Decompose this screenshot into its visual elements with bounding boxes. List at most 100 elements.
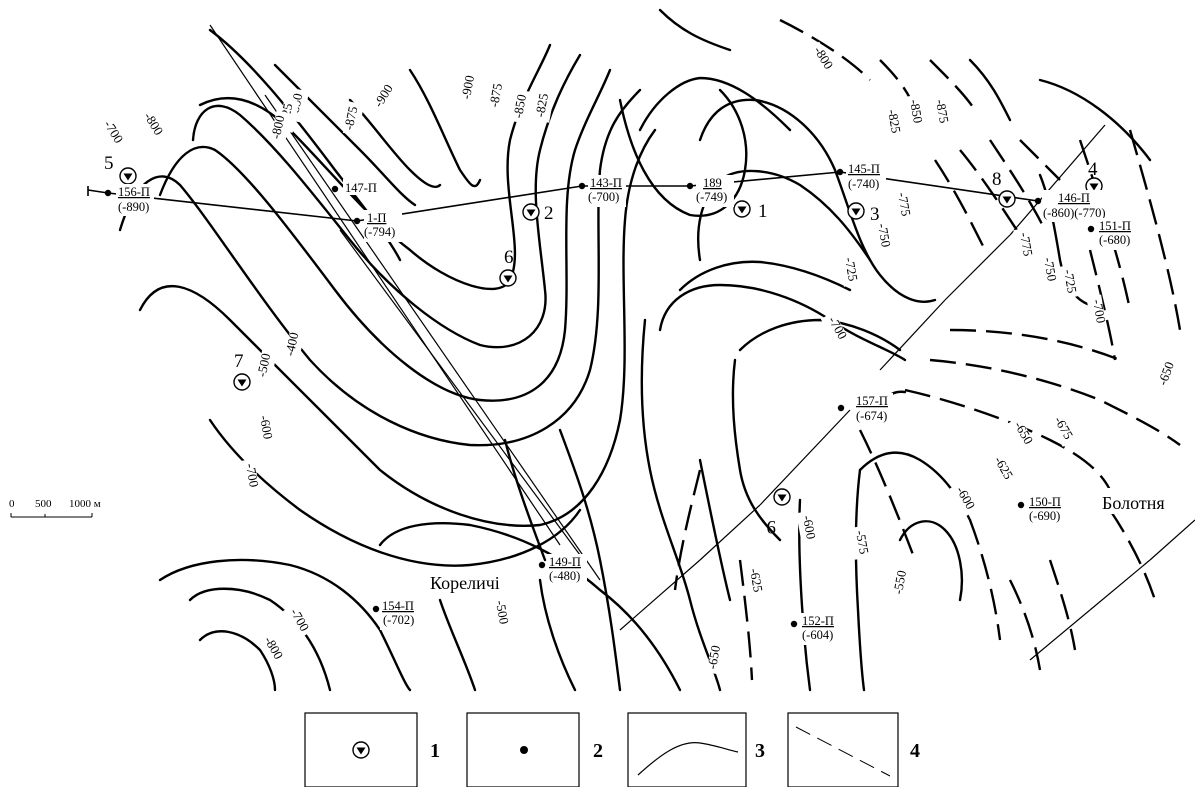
- contour-label: -500: [489, 595, 512, 630]
- contour-label: -700: [1086, 294, 1109, 329]
- svg-text:-625: -625: [747, 567, 766, 593]
- svg-text:150-П: 150-П: [1029, 495, 1061, 509]
- svg-text:146-П: 146-П: [1058, 191, 1090, 205]
- svg-text:500: 500: [35, 498, 52, 510]
- svg-text:9: 9: [767, 516, 777, 537]
- well-154: 154-П(-702): [372, 598, 422, 630]
- contour-label: -775: [891, 187, 914, 222]
- contour-label: -800: [268, 110, 292, 145]
- towns: Кореличі Болотня: [428, 488, 1184, 594]
- svg-text:-825: -825: [885, 108, 904, 134]
- contour-label: -825: [881, 104, 904, 139]
- svg-text:-600: -600: [257, 414, 276, 440]
- svg-text:5: 5: [104, 153, 114, 174]
- well-dot-icon: [1034, 197, 1042, 205]
- contour-label: -825: [532, 88, 555, 123]
- well-triangle-circle-icon: [847, 202, 865, 220]
- well-dot-icon: [1087, 225, 1095, 233]
- svg-text:(-749): (-749): [696, 190, 727, 204]
- svg-text:(-674): (-674): [856, 409, 887, 423]
- contour-label: -700: [96, 115, 126, 151]
- well-152: 152-П(-604): [790, 613, 839, 645]
- svg-text:151-П: 151-П: [1099, 219, 1131, 233]
- svg-text:8: 8: [992, 169, 1002, 190]
- svg-text:(-480): (-480): [549, 569, 580, 583]
- well-dot-icon: [353, 217, 361, 225]
- contour-label: -600: [948, 481, 978, 517]
- svg-text:145-П: 145-П: [848, 162, 880, 176]
- contour-label: -850: [510, 89, 533, 124]
- well-dot-icon: [836, 168, 844, 176]
- svg-text:3: 3: [755, 740, 765, 762]
- well-dot-icon: [538, 561, 546, 569]
- contour-label: -875: [341, 101, 365, 136]
- numbered-points: 5 2 1 3 8 4 6 7 9: [104, 153, 1103, 537]
- svg-text:-600: -600: [800, 514, 819, 540]
- well-dot-icon: [1017, 501, 1025, 509]
- point-8: 8: [992, 169, 1016, 208]
- svg-text:-650: -650: [1155, 360, 1177, 388]
- svg-text:-875: -875: [341, 105, 361, 131]
- svg-text:(-700): (-700): [588, 190, 619, 204]
- contour-label: -750: [871, 218, 894, 253]
- svg-text:157-П: 157-П: [856, 394, 888, 408]
- svg-text:147-П: 147-П: [345, 181, 377, 195]
- wells: 156-П(-890) 147-П 1-П(-794) 143-П(-700) …: [104, 161, 1137, 645]
- point-1: 1: [733, 200, 768, 222]
- svg-text:-850: -850: [907, 98, 926, 124]
- well-150: 150-П(-690): [1017, 494, 1067, 526]
- svg-text:-900: -900: [458, 74, 477, 100]
- svg-text:-775: -775: [895, 191, 914, 217]
- legend: 1 2 3 4: [304, 712, 920, 787]
- svg-text:3: 3: [870, 204, 880, 225]
- svg-text:-875: -875: [933, 98, 952, 124]
- svg-text:-750: -750: [875, 222, 894, 248]
- svg-text:-500: -500: [493, 599, 512, 625]
- legend-item-2: 2: [466, 712, 603, 787]
- well-triangle-circle-icon: [522, 203, 540, 221]
- well-157: 157-П(-674): [837, 393, 893, 425]
- contour-label: -725: [1057, 264, 1080, 299]
- contour-label: -625: [986, 451, 1016, 487]
- svg-text:-400: -400: [282, 331, 302, 357]
- svg-text:152-П: 152-П: [802, 614, 834, 628]
- svg-text:-550: -550: [890, 569, 909, 595]
- contour-label: -725: [838, 252, 861, 287]
- contour-label: -650: [1006, 416, 1036, 452]
- svg-text:4: 4: [1088, 159, 1098, 180]
- legend-item-4: 4: [787, 712, 920, 787]
- contour-label: -700: [282, 603, 312, 639]
- svg-text:(-690): (-690): [1029, 509, 1060, 523]
- scale-bar: 0 500 1000 м: [9, 498, 101, 518]
- well-1: 1-П(-794): [353, 210, 402, 242]
- well-dot-icon: [790, 620, 798, 628]
- point-2: 2: [522, 203, 554, 224]
- svg-text:-875: -875: [486, 82, 505, 108]
- well-189: 189(-749): [686, 175, 734, 207]
- svg-text:6: 6: [504, 247, 514, 268]
- point-4: 4: [1085, 159, 1103, 195]
- svg-text:1-П: 1-П: [367, 211, 386, 225]
- contour-label: -750: [1037, 252, 1060, 287]
- svg-text:-575: -575: [853, 529, 872, 555]
- fault-lines: [209, 24, 1195, 661]
- well-143: 143-П(-700): [578, 175, 626, 207]
- well-dot-icon: [578, 182, 586, 190]
- town-bolotnia: Болотня: [1102, 493, 1165, 513]
- contour-label: -575: [849, 525, 872, 560]
- svg-text:154-П: 154-П: [382, 599, 414, 613]
- contour-labels: -700 -800 -850 -825 -800 -875 -900 -900 …: [96, 41, 1182, 675]
- well-triangle-circle-icon: [233, 373, 251, 391]
- well-156: 156-П(-890): [104, 184, 154, 216]
- point-3: 3: [847, 202, 880, 225]
- fault-line-icon: [795, 726, 891, 777]
- well-triangle-circle-icon: [998, 190, 1016, 208]
- contour-label: -850: [903, 94, 926, 129]
- dashed-contour-lines: [673, 18, 1182, 681]
- svg-text:149-П: 149-П: [549, 555, 581, 569]
- contour-label: -875: [929, 94, 952, 129]
- svg-text:4: 4: [910, 740, 920, 762]
- well-triangle-circle-icon: [773, 488, 791, 506]
- well-triangle-circle-icon: [119, 167, 137, 185]
- contour-label: -550: [890, 565, 913, 600]
